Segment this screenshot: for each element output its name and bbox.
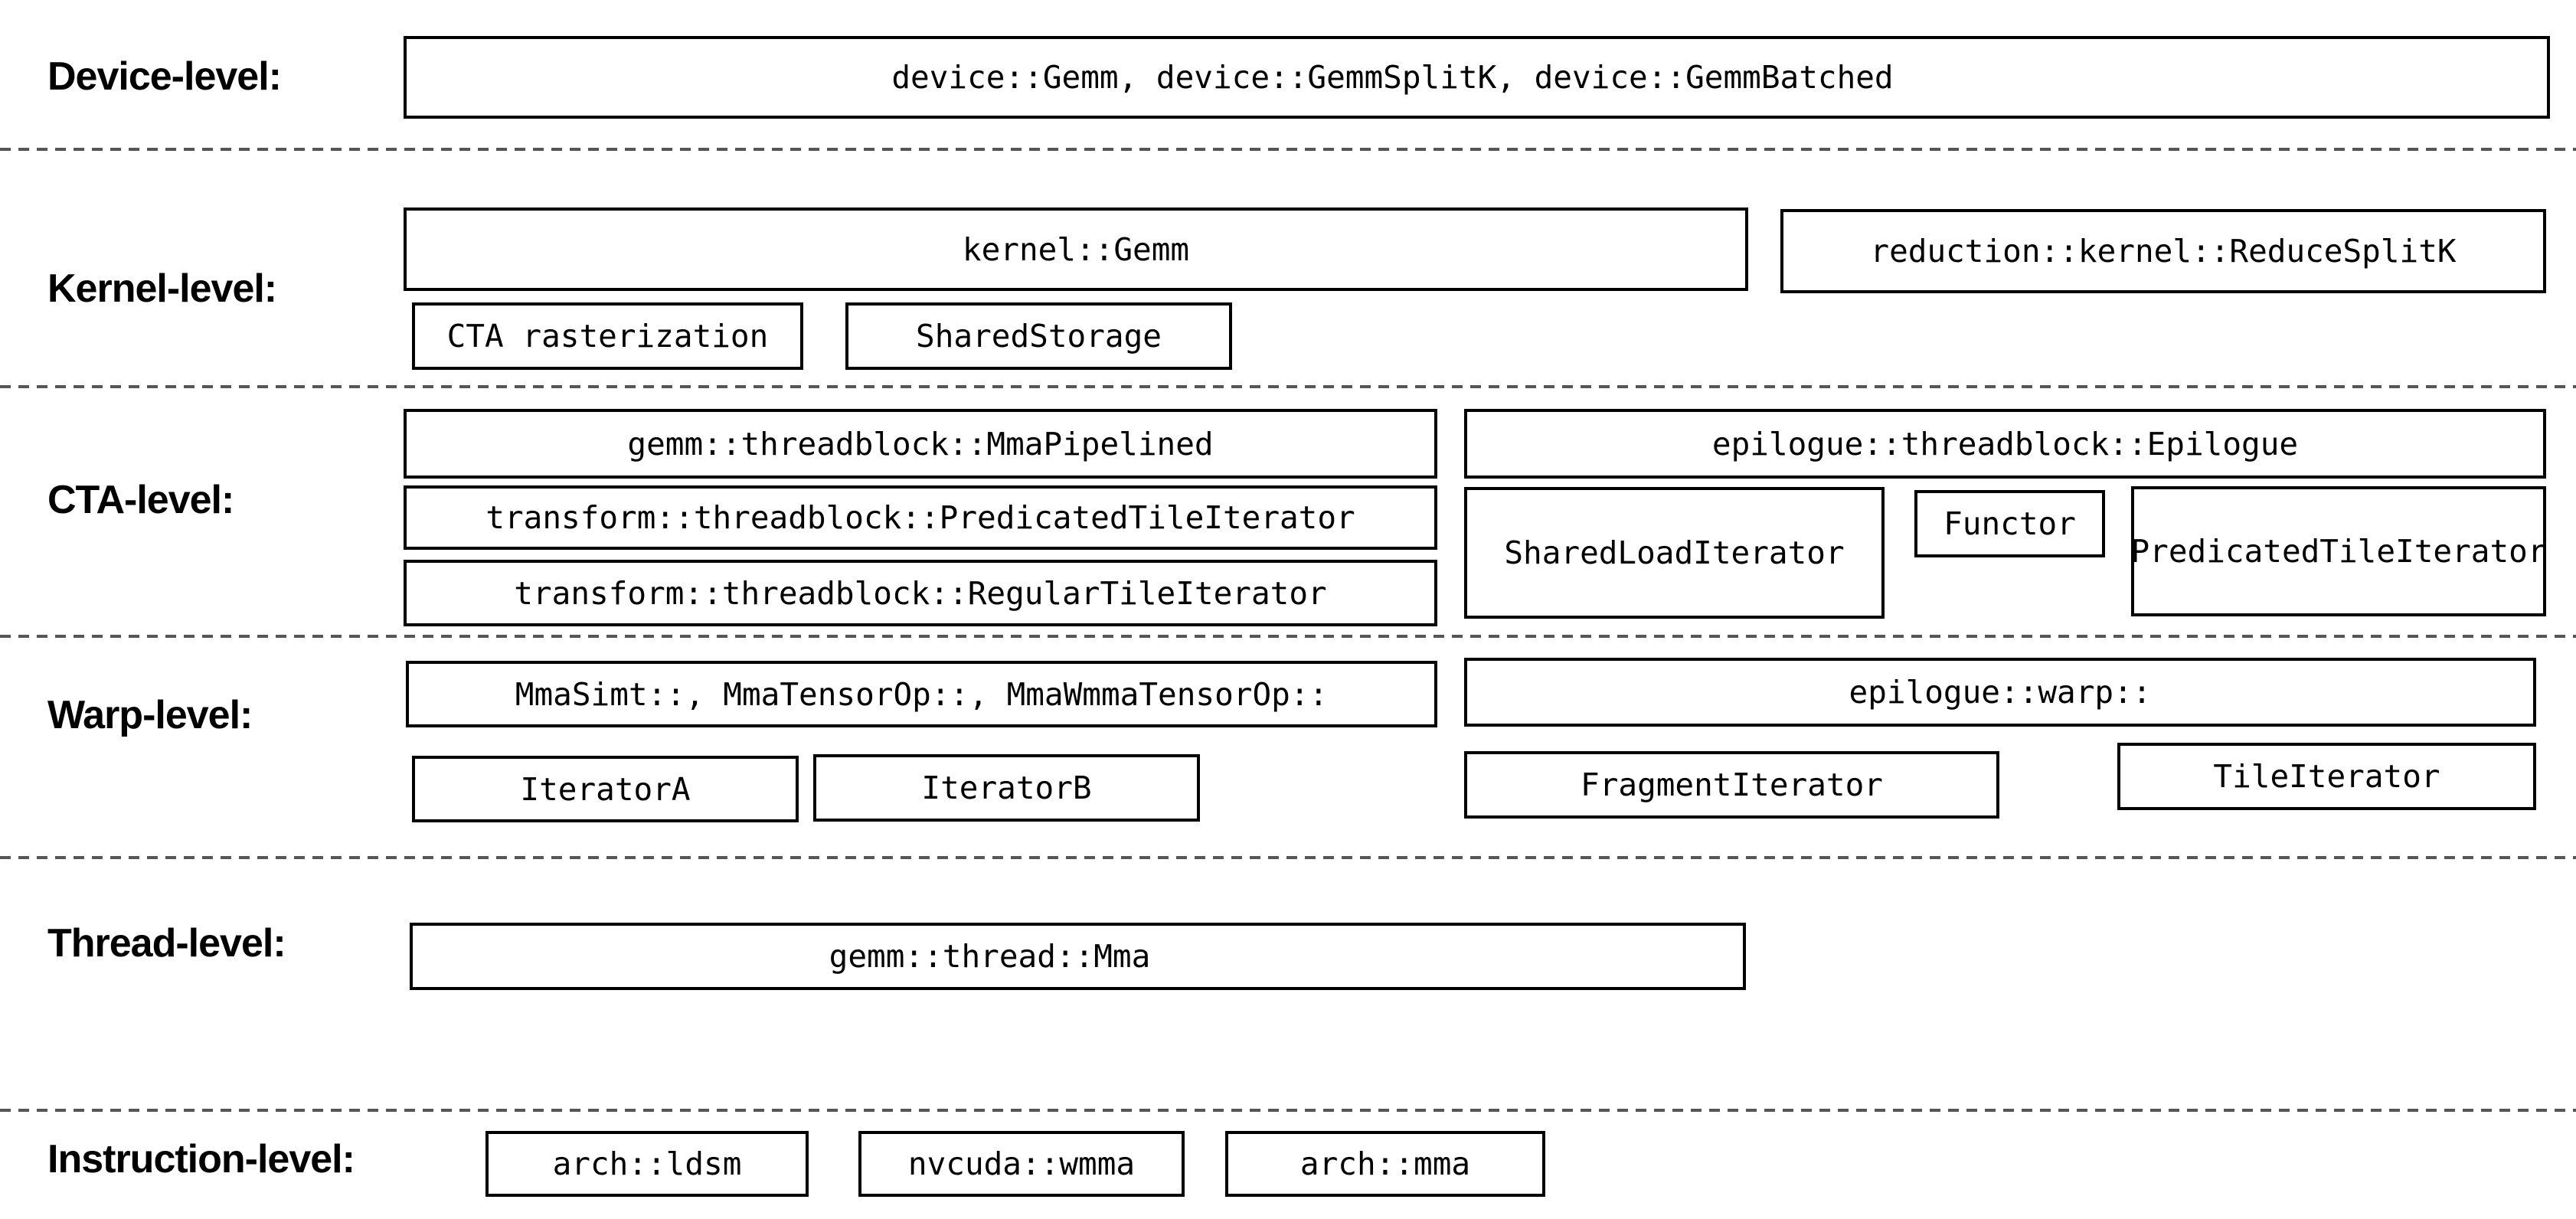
cta-rasterization-box: CTA rasterization [412, 302, 803, 370]
reduction-kernel-reducesplitk-box: reduction::kernel::ReduceSplitK [1780, 209, 2546, 293]
epilogue-predicated-tile-iterator-box: PredicatedTileIterator [2130, 486, 2547, 616]
shared-load-iterator-box: SharedLoadIterator [1464, 487, 1885, 619]
transform-regular-tile-iterator-box: transform::threadblock::RegularTileItera… [404, 560, 1437, 626]
arch-mma-box: arch::mma [1225, 1131, 1545, 1197]
iterator-a-box: IteratorA [412, 756, 799, 822]
kernel-level-label: Kernel-level: [47, 266, 277, 311]
separator-kernel-cta [0, 385, 2576, 388]
sharedstorage-box: SharedStorage [845, 302, 1232, 370]
device-level-label: Device-level: [47, 54, 282, 99]
separator-warp-thread [0, 856, 2576, 859]
functor-box: Functor [1914, 490, 2105, 557]
thread-mma-box: gemm::thread::Mma [410, 923, 1746, 990]
thread-level-label: Thread-level: [47, 921, 286, 966]
transform-predicated-tile-iterator-box: transform::threadblock::PredicatedTileIt… [404, 485, 1437, 550]
separator-cta-warp [0, 635, 2576, 638]
fragment-iterator-box: FragmentIterator [1464, 751, 1999, 819]
warp-level-label: Warp-level: [47, 693, 253, 737]
warp-mma-variants-box: MmaSimt::, MmaTensorOp::, MmaWmmaTensorO… [406, 661, 1437, 727]
instruction-level-label: Instruction-level: [47, 1137, 355, 1181]
separator-device-kernel [0, 148, 2576, 151]
kernel-gemm-box: kernel::Gemm [404, 208, 1748, 291]
epilogue-threadblock-box: epilogue::threadblock::Epilogue [1464, 409, 2546, 479]
mma-pipelined-box: gemm::threadblock::MmaPipelined [404, 409, 1437, 479]
device-gemm-box: device::Gemm, device::GemmSplitK, device… [404, 36, 2550, 119]
iterator-b-box: IteratorB [813, 754, 1200, 822]
cta-level-label: CTA-level: [47, 478, 234, 522]
tile-iterator-box: TileIterator [2117, 743, 2536, 810]
epilogue-warp-box: epilogue::warp:: [1464, 658, 2536, 727]
nvcuda-wmma-box: nvcuda::wmma [858, 1131, 1185, 1197]
arch-ldsm-box: arch::ldsm [485, 1131, 809, 1197]
separator-thread-instruction [0, 1109, 2576, 1112]
